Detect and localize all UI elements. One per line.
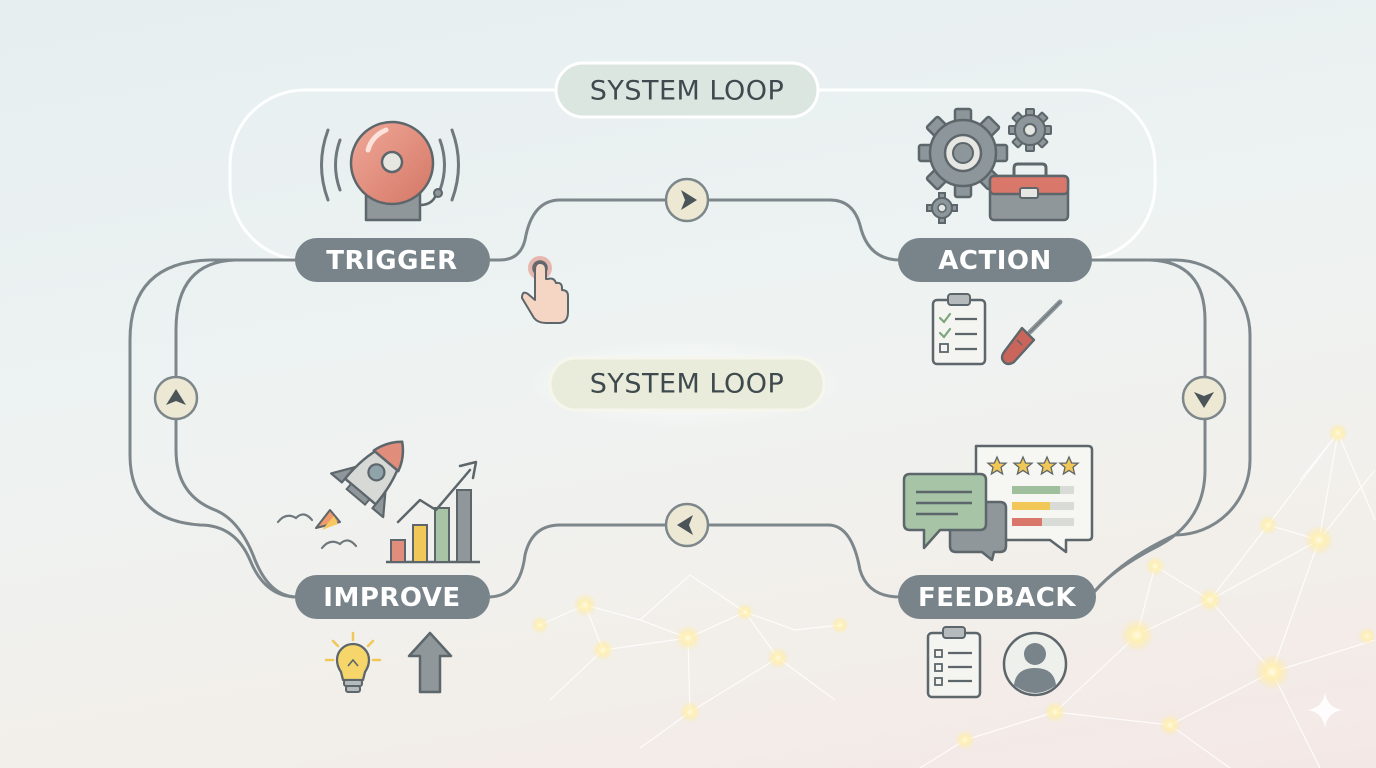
checklist-clipboard-icon [931,293,987,366]
stage-feedback: FEEDBACK [898,575,1096,619]
stage-action-label: ACTION [938,246,1051,276]
outer-loop-track [228,88,1157,262]
sparkle-icon [1307,692,1343,728]
stage-feedback-label: FEEDBACK [918,583,1076,613]
stage-trigger-label: TRIGGER [326,246,457,276]
user-avatar-icon [1002,631,1068,697]
stage-action: ACTION [898,238,1092,282]
chat-bubbles-icon [902,472,1008,562]
alarm-bell-icon [320,120,460,222]
top-system-loop-label: SYSTEM LOOP [554,61,820,119]
gears-icon [917,107,1052,224]
pointing-hand-icon [521,256,569,324]
growth-chart-icon [386,460,480,564]
stage-trigger: TRIGGER [295,238,490,282]
star-rating-card-icon [974,444,1094,554]
arrow-node-left [664,502,710,548]
arrow-node-down [1181,375,1227,421]
top-system-loop-text: SYSTEM LOOP [590,76,785,107]
arrow-node-up [153,375,199,421]
toolbox-icon [988,162,1070,222]
center-system-loop-label: SYSTEM LOOP [527,339,847,429]
stage-improve: IMPROVE [295,575,490,619]
stage-improve-label: IMPROVE [323,583,460,613]
up-arrow-icon [407,631,453,694]
arrow-node-right [664,177,710,223]
rocket-icon [276,440,405,550]
lightbulb-icon [324,631,382,693]
screwdriver-icon [1000,299,1063,366]
network-glow-nodes [531,423,1376,750]
center-system-loop-text: SYSTEM LOOP [590,369,785,400]
clipboard-icon [926,626,982,699]
